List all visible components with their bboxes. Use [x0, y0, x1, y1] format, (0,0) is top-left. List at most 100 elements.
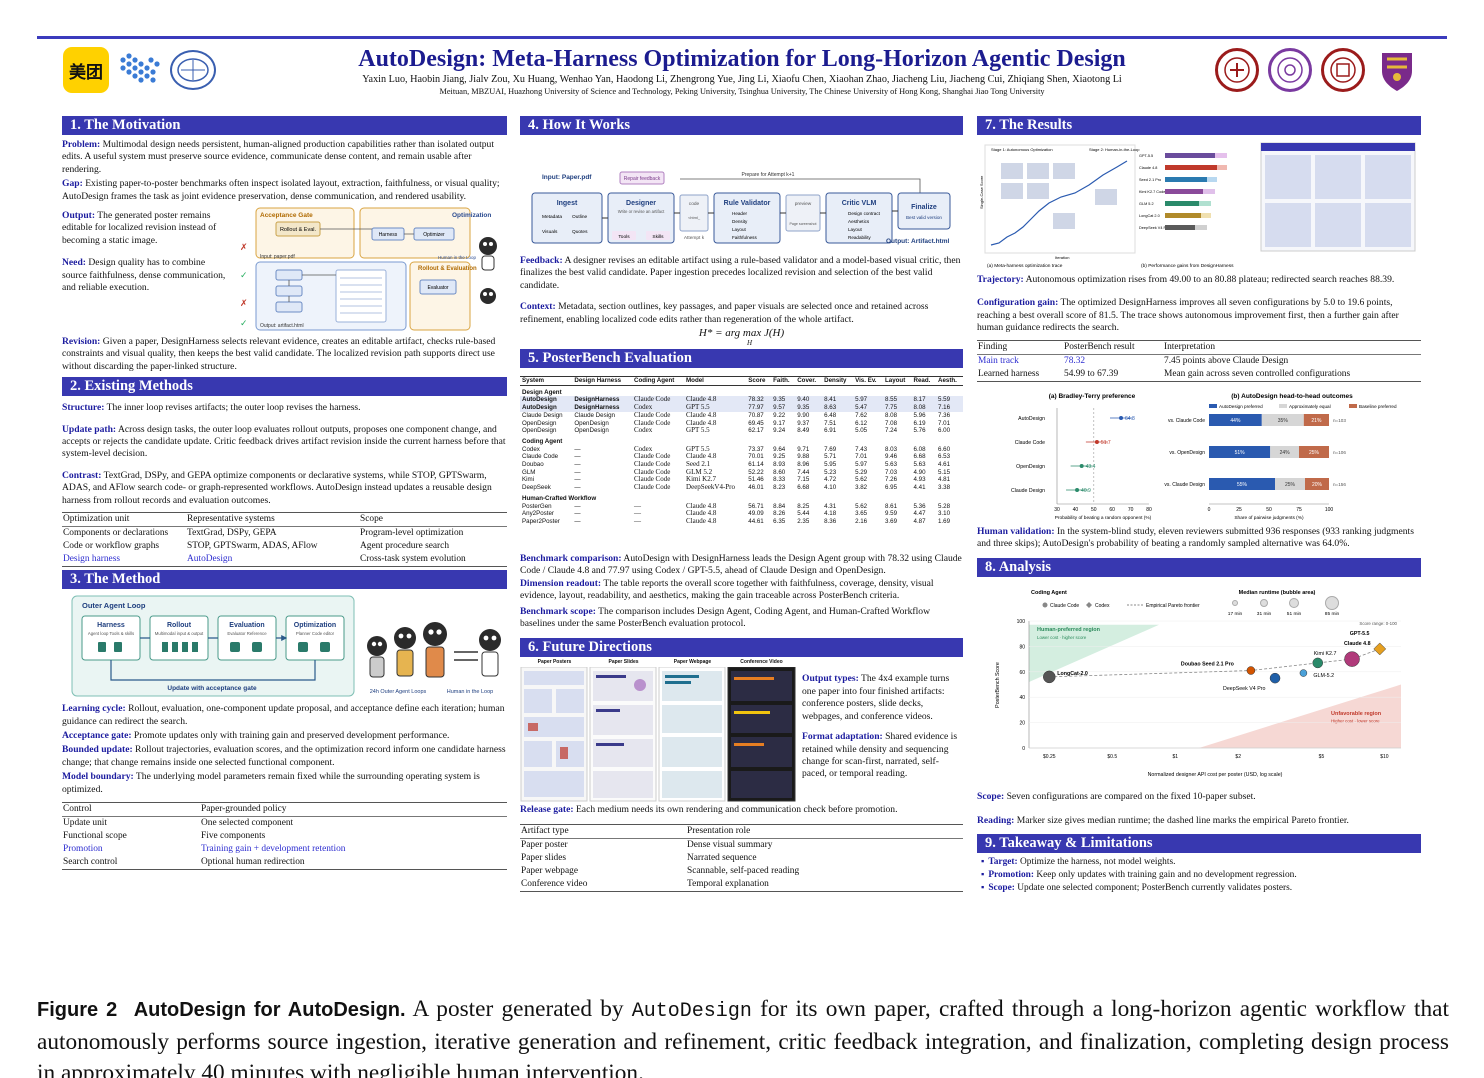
bt-category-label: AutoDesign [1018, 416, 1045, 422]
h2h-n-label: n=103 [1333, 418, 1346, 423]
table-cell: 77.97 [746, 404, 772, 412]
runtime-legend-title: Median runtime (bubble area) [1239, 590, 1316, 596]
table-cell: Kimi [522, 476, 535, 484]
table-cell: 9.35 [771, 396, 796, 405]
table-cell: 5.47 [853, 404, 883, 412]
bt-value-label: 43.4 [1086, 464, 1096, 470]
bt-point [1079, 463, 1084, 468]
table-cell: 3.69 [884, 517, 898, 525]
y-tick-label: 0 [1022, 746, 1025, 752]
list-item: Scope: Update one selected component; Po… [988, 882, 1421, 895]
table-cell: 70.87 [748, 411, 764, 419]
model-boundary-paragraph: Model boundary: The underlying model par… [62, 771, 480, 795]
table-cell: 7.03 [884, 468, 898, 476]
h2h-category-label: vs. Claude Code [1168, 418, 1205, 424]
table-cell: 4.81 [937, 476, 951, 484]
table-header: Scope [359, 512, 507, 528]
h2h-bar-segment [1209, 445, 1271, 458]
meituan-logo: 美团 [63, 47, 109, 93]
h2h-legend-swatch [1279, 403, 1287, 408]
h2h-bar-segment [1303, 413, 1329, 426]
h2h-segment-label: 24% [1280, 450, 1291, 456]
table-cell: 6.95 [884, 484, 898, 492]
takeaway-list: Target: Optimize the harness, not model … [977, 856, 1421, 895]
table-cell: 6.12 [855, 419, 868, 427]
table-cell: Mean gain across seven controlled config… [1163, 367, 1421, 382]
table-cell: Paper poster [521, 839, 568, 850]
table-cell: 5.36 [913, 502, 926, 510]
table-cell: Search control [62, 855, 200, 870]
format-adaptation-paragraph: Format adaptation: Shared evidence is re… [802, 731, 958, 780]
svg-text:Output: Artifact.html: Output: Artifact.html [886, 238, 949, 245]
svg-text:Metadata: Metadata [542, 214, 562, 220]
table-group-label: Coding Agent [522, 437, 563, 445]
thumb-label: Paper Webpage [673, 659, 712, 666]
h2h-segment-label: 51% [1235, 450, 1246, 456]
svg-text:(a) Meta-harness optimization: (a) Meta-harness optimization trace [987, 263, 1063, 269]
bt-tick-label: 80 [1146, 507, 1152, 513]
figure-caption: Figure 2 AutoDesign for AutoDesign. A po… [37, 996, 1449, 1078]
h2h-segment-label: 55% [1237, 482, 1248, 488]
table-cell: 5.71 [824, 453, 837, 461]
problem-paragraph: Problem: Multimodal design needs persist… [62, 139, 494, 175]
h2h-segment-label: 25% [1309, 450, 1320, 456]
x-axis-label: Normalized designer API cost per poster … [1148, 772, 1283, 778]
table-cell: 8.25 [797, 502, 810, 510]
table-cell: Claude 4.8 [686, 509, 717, 518]
table-group-row: Human-Crafted Workflow [520, 492, 963, 503]
svg-text:Stage 1: Autonomous Optimizati: Stage 1: Autonomous Optimization [991, 147, 1053, 152]
future-directions-block: Paper Posters Paper Slides Paper Webpage… [520, 659, 963, 809]
table-cell: OpenDesign [522, 427, 557, 435]
table-cell: 9.59 [884, 510, 898, 518]
svg-text:Skills: Skills [652, 234, 664, 240]
release-gate-paragraph: Release gate: Each medium needs its own … [520, 804, 898, 816]
table-cell: 9.90 [797, 411, 810, 419]
table-cell: 5.96 [913, 411, 926, 419]
h2h-legend-label: AutoDesign preferred [1219, 404, 1263, 409]
results-figure: Stage 1: Autonomous Optimization Stage 2… [977, 139, 1421, 269]
table-cell: Paper-grounded policy [200, 801, 507, 817]
h2h-bar-segment [1270, 445, 1299, 458]
table-cell: Codex [633, 426, 653, 435]
objective-equation: H* = arg max J(H) H [698, 327, 785, 348]
h2h-bar-segment [1209, 413, 1262, 426]
svg-text:✗: ✗ [240, 242, 248, 252]
svg-text:Repair feedback: Repair feedback [624, 176, 661, 182]
table-cell: Claude Code [633, 410, 671, 419]
bt-category-label: OpenDesign [1016, 464, 1045, 470]
svg-text:Faithfulness: Faithfulness [732, 235, 757, 240]
table-cell: 5.62 [855, 476, 868, 484]
table-cell: 4.61 [937, 461, 951, 469]
runtime-legend-bubble [1232, 600, 1238, 607]
motivation-block: Output: The generated poster remains edi… [62, 207, 507, 334]
section-header-motivation: 1. The Motivation [62, 116, 507, 135]
table-row: Components or declarations TextGrad, DSP… [62, 527, 507, 541]
h2h-bar-segment [1299, 445, 1329, 458]
region-label: Unfavorable region [1331, 711, 1382, 717]
y-tick-label: 80 [1019, 645, 1025, 651]
y-tick-label: 60 [1019, 670, 1025, 676]
section-header-posterbench: 5. PosterBench Evaluation [520, 349, 963, 369]
table-cell: 73.37 [748, 445, 764, 453]
data-point-label: Doubao Seed 2.1 Pro [1181, 662, 1235, 668]
x-tick-label: $0.5 [1107, 754, 1117, 760]
table-cell: — [574, 484, 581, 492]
table-cell: 9.24 [773, 427, 786, 435]
legend-label: Empirical Pareto frontier [1146, 603, 1200, 609]
hust-logo [170, 50, 216, 90]
table-cell: 7.01 [855, 453, 868, 461]
table-cell: 8.03 [884, 445, 898, 453]
table-cell: 46.01 [748, 484, 764, 492]
runtime-legend-bubble [1325, 596, 1339, 611]
table-cell: 6.91 [824, 427, 837, 435]
table-cell: Code or workflow graphs [63, 541, 160, 552]
table-cell: 9.57 [771, 404, 796, 412]
h2h-tick-label: 100 [1325, 507, 1334, 513]
table-cell: Claude 4.8 [686, 410, 717, 419]
column-left: 1. The Motivation Problem: Multimodal de… [62, 116, 507, 870]
